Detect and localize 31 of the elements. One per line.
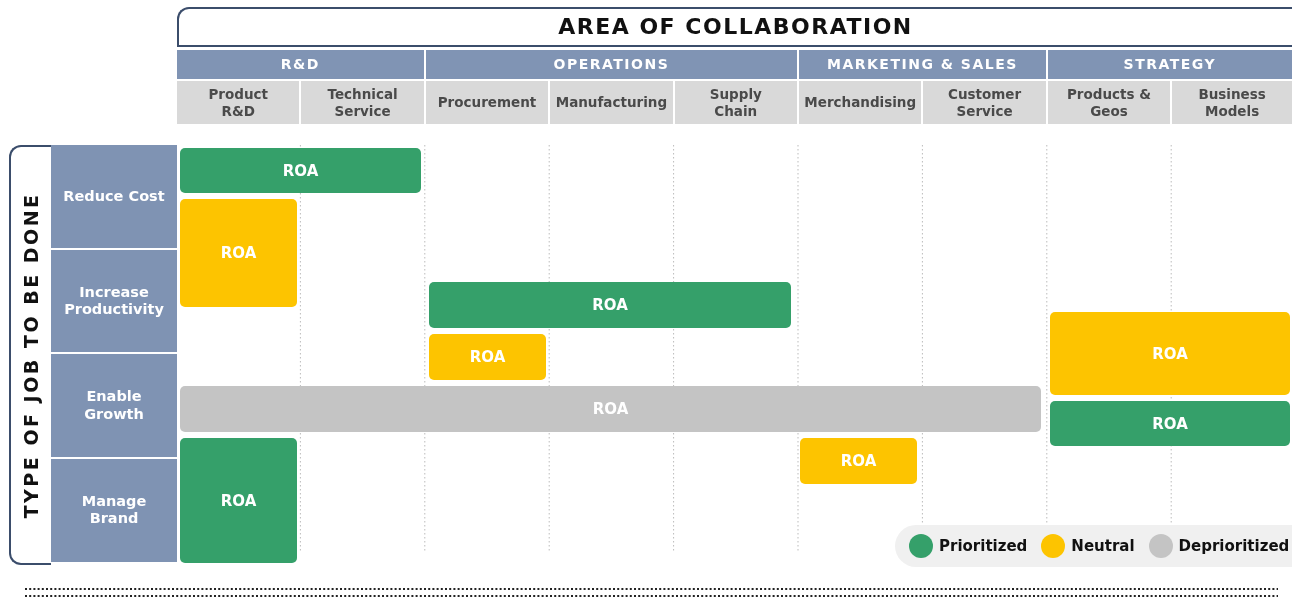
row-header: Increase Productivity <box>51 249 177 353</box>
group-header: R&D <box>177 50 424 79</box>
row-header: Manage Brand <box>51 459 177 562</box>
column-header: Supply Chain <box>674 81 797 124</box>
column-header: Products & Geos <box>1047 81 1171 124</box>
group-header: MARKETING & SALES <box>799 50 1046 79</box>
status-bar: ROA <box>1050 312 1290 395</box>
legend-label: Prioritized <box>939 537 1028 555</box>
column-header: Product R&D <box>177 81 300 124</box>
legend-label: Neutral <box>1071 537 1135 555</box>
status-bar: ROA <box>1050 401 1290 446</box>
row-header: Enable Growth <box>51 354 177 458</box>
column-header: Procurement <box>425 81 549 124</box>
column-header: Technical Service <box>301 81 424 124</box>
column-header: Merchandising <box>799 81 922 124</box>
status-bar: ROA <box>180 386 1041 432</box>
status-bar: ROA <box>180 438 297 563</box>
column-header: Manufacturing <box>550 81 673 124</box>
column-header: Customer Service <box>923 81 1046 124</box>
legend-label: Deprioritized <box>1178 537 1290 555</box>
status-bar: ROA <box>429 334 546 380</box>
row-axis-header: TYPE OF JOB TO BE DONE <box>19 192 43 518</box>
status-bar: ROA <box>800 438 917 484</box>
status-bar: ROA <box>429 282 791 328</box>
status-bar: ROA <box>180 199 297 307</box>
group-header: OPERATIONS <box>425 50 797 79</box>
group-header: STRATEGY <box>1047 50 1292 79</box>
column-header: Business Models <box>1172 81 1292 124</box>
status-bar: ROA <box>180 148 421 193</box>
row-header: Reduce Cost <box>51 145 177 248</box>
section-header: AREA OF COLLABORATION <box>177 7 1292 47</box>
